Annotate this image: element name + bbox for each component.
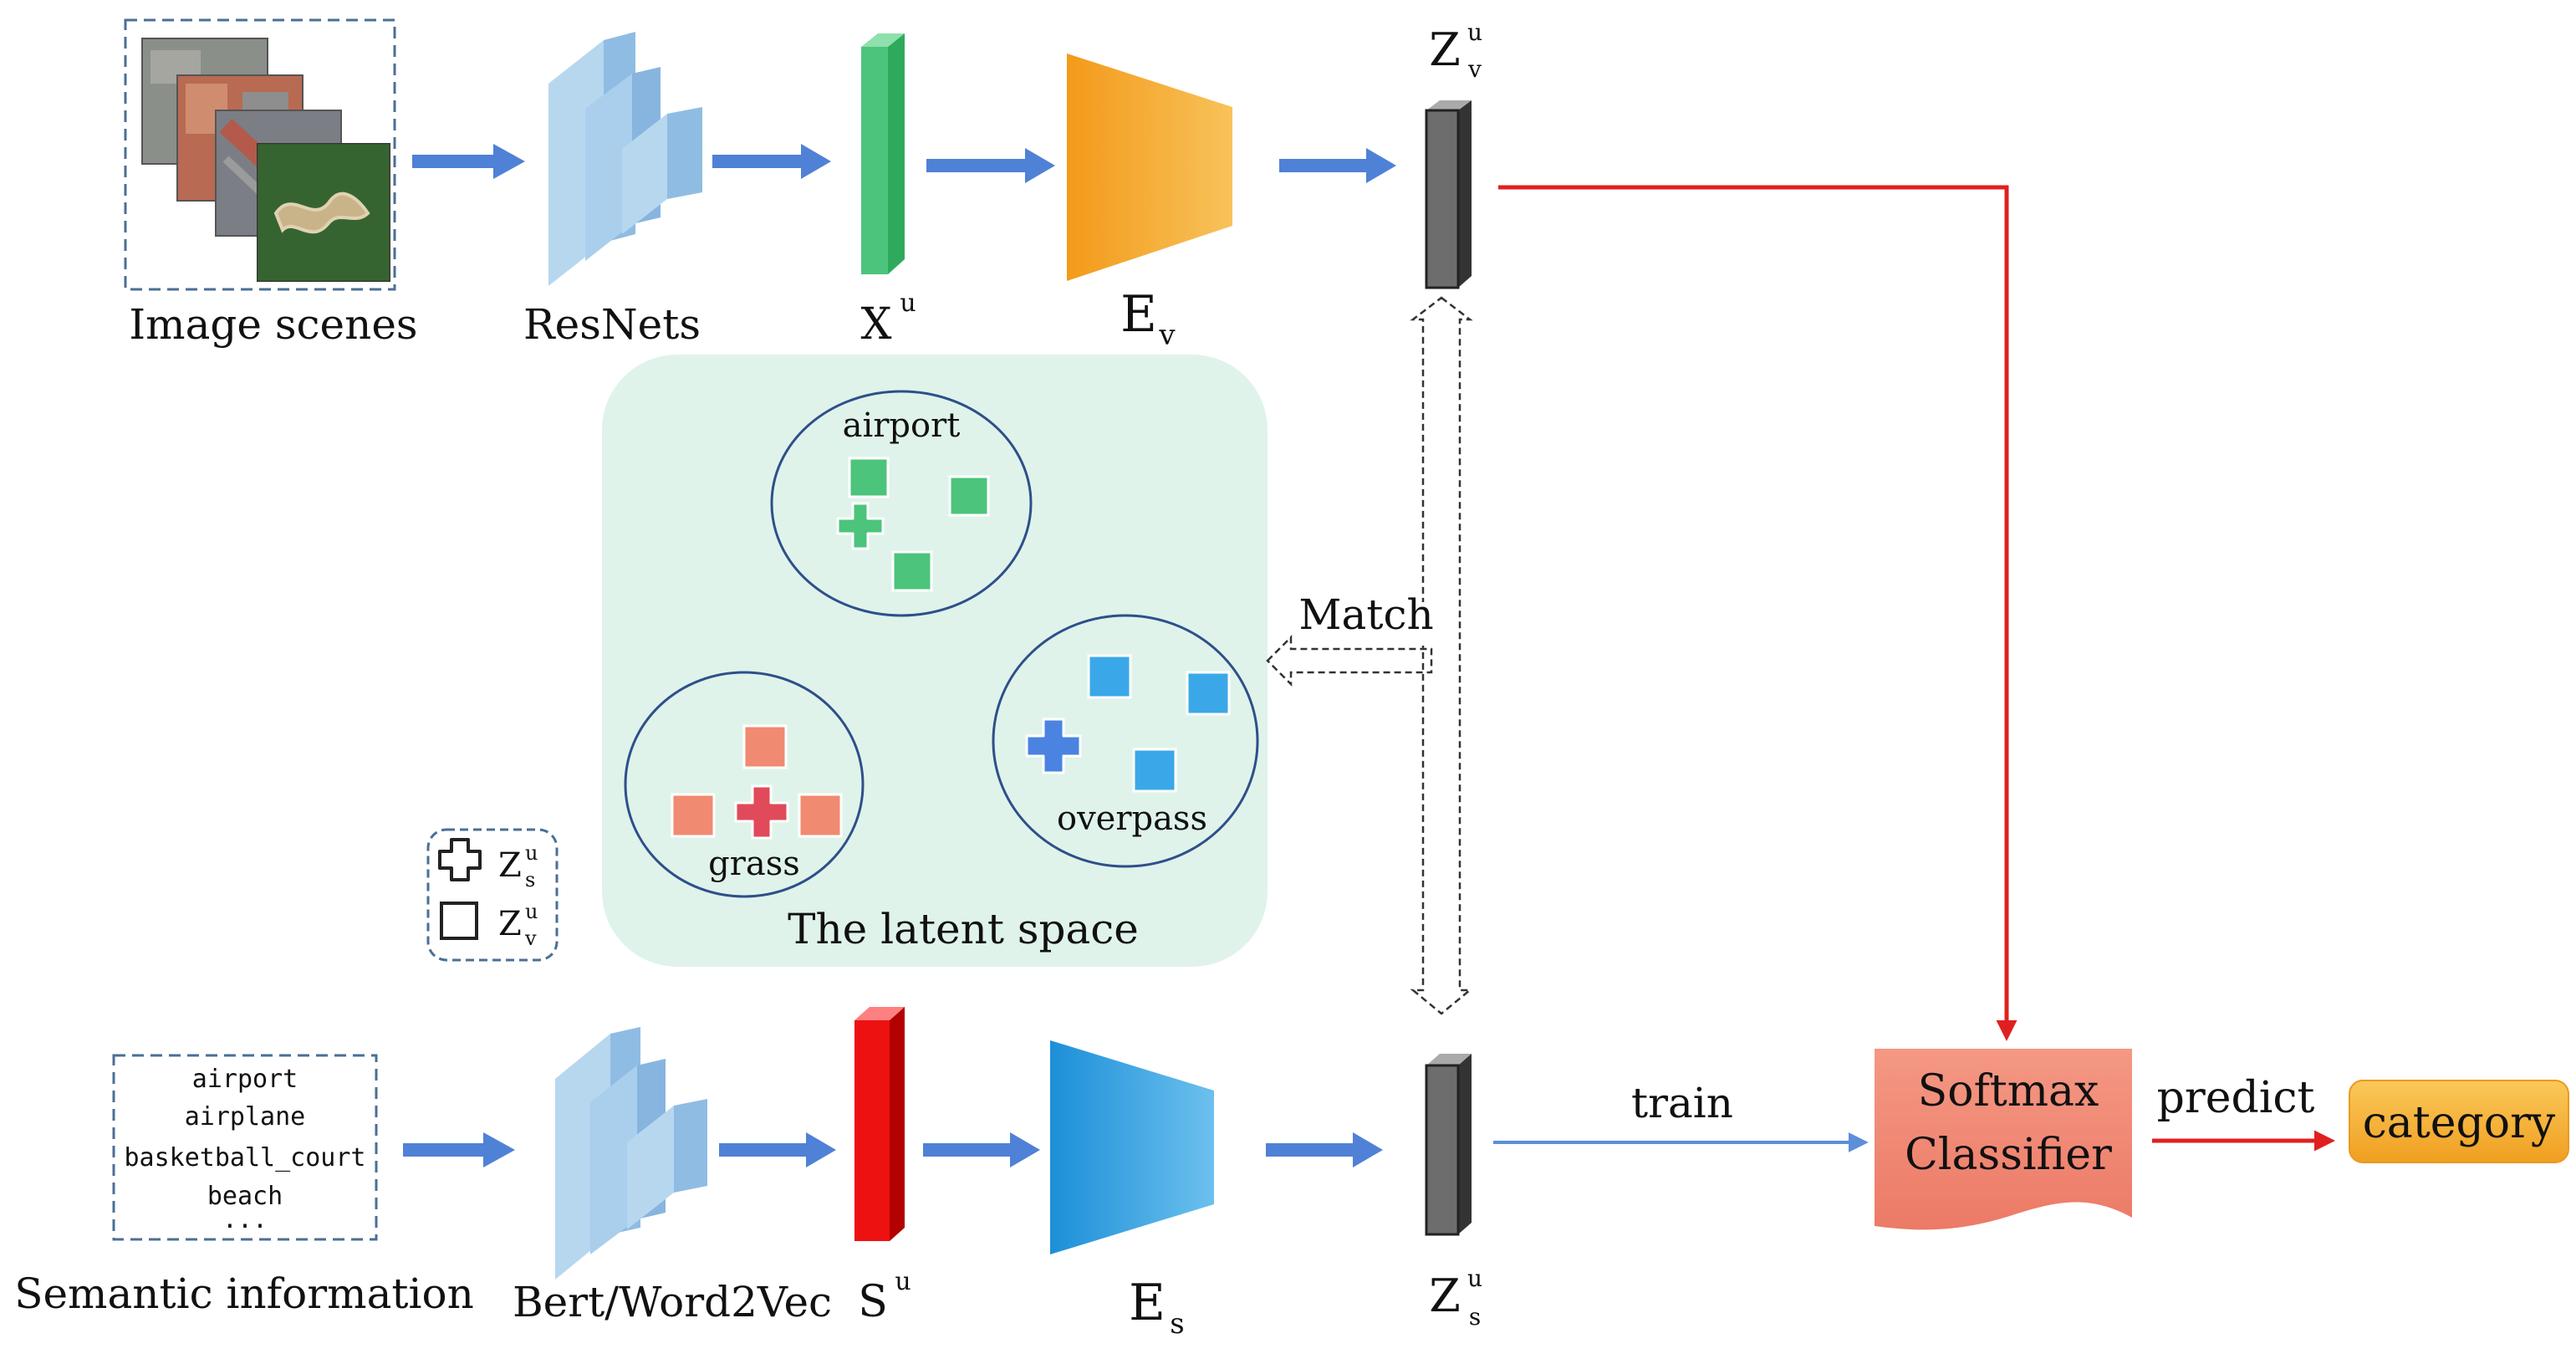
es-encoder-trapezoid [1050,1040,1214,1254]
semantic-word: beach [207,1182,283,1211]
cluster-overpass: overpass [992,614,1259,868]
cluster-grass-label: grass [708,845,800,883]
softmax-label-line1: Softmax [1918,1066,2099,1116]
image-scenes-group [124,18,396,291]
svg-text:u: u [1467,18,1482,46]
red-arrow-zv-to-softmax [1498,185,2017,1041]
grass-zs-cross [734,784,789,840]
svg-text:Z: Z [1429,23,1461,76]
airport-zs-cross [836,502,885,550]
svg-text:Z: Z [498,905,522,943]
category-label: category [2363,1098,2556,1148]
su-feature-block [854,1007,905,1241]
svg-text:s: s [525,868,535,891]
arrow-ev-to-zv [1279,148,1396,183]
arrow-bert-to-s [719,1132,836,1167]
grass-zv-square [671,793,716,838]
zv-embedding-block [1425,100,1472,289]
es-label: E s [1129,1274,1185,1341]
cluster-grass: grass [624,671,865,898]
arrow-es-to-zs [1266,1132,1383,1167]
svg-text:X: X [860,299,891,350]
airport-zv-square [848,457,890,498]
svg-text:E: E [1129,1274,1166,1332]
match-label: Match [1298,590,1433,639]
match-double-arrow [1410,296,1473,1015]
grass-zv-square [742,724,788,769]
semantic-word: ... [222,1205,268,1234]
category-box [2349,1080,2569,1163]
cluster-airport-label: airport [843,406,961,445]
legend-square-icon [440,902,478,940]
arrow-x-to-ev [926,148,1055,183]
match-label-bg [1298,602,1431,646]
svg-text:S: S [858,1277,888,1327]
semantic-word: airplane [185,1102,306,1132]
su-label: S u [858,1267,911,1327]
svg-text:Z: Z [498,846,522,885]
arrow-semantic-to-bert [403,1132,515,1167]
arrow-resnets-to-x [712,144,831,179]
svg-text:v: v [524,927,537,950]
zs-embedding-block [1425,1054,1472,1236]
latent-space-panel [602,355,1268,967]
ev-label: E v [1120,285,1176,352]
resnets-block [548,32,702,286]
cluster-overpass-label: overpass [1057,799,1207,838]
legend: Z u s Z u v [426,828,559,962]
image-scenes-label: Image scenes [129,300,417,349]
svg-text:v: v [1158,319,1176,352]
overpass-zs-cross [1025,718,1082,774]
svg-text:s: s [1170,1307,1184,1341]
svg-text:u: u [525,900,538,923]
svg-text:E: E [1120,285,1157,344]
predict-label: predict [2157,1073,2315,1123]
svg-text:u: u [900,289,916,318]
airport-zv-square [891,550,933,592]
svg-text:u: u [1467,1264,1482,1292]
resnets-label: ResNets [523,300,701,349]
xu-label: X u [860,289,916,350]
bert-label: Bert/Word2Vec [513,1278,832,1326]
softmax-classifier-box [1875,1049,2132,1230]
xu-feature-block [861,33,905,274]
bert-block [555,1027,707,1280]
svg-text:v: v [1467,55,1482,83]
semantic-words-box: airport airplane basketball_court beach … [112,1054,378,1241]
latent-space-label: The latent space [788,905,1139,953]
semantic-word: basketball_court [125,1143,366,1172]
arrow-s-to-es [923,1132,1040,1167]
softmax-label-line2: Classifier [1905,1130,2112,1180]
ev-encoder-trapezoid [1067,54,1232,281]
train-label: train [1631,1079,1733,1127]
semantic-information-label: Semantic information [14,1269,474,1318]
svg-text:s: s [1469,1303,1481,1331]
overpass-zv-square [1186,671,1231,716]
semantic-word: airport [192,1065,298,1094]
legend-cross-icon [438,838,482,881]
legend-dashed-box [426,828,559,962]
overpass-zv-square [1132,748,1177,793]
grass-zv-square [798,793,843,838]
svg-text:u: u [895,1267,911,1296]
svg-text:u: u [525,841,538,865]
arrow-image-to-resnets [412,144,525,179]
match-arrow [1266,634,1433,687]
zv-top-label: Z u v [1429,18,1482,83]
zs-bottom-label: Z u s [1429,1264,1482,1331]
overpass-zv-square [1087,654,1132,699]
airport-zv-square [948,475,990,517]
cluster-airport: airport [770,390,1033,617]
svg-text:Z: Z [1429,1269,1461,1322]
image-scenes-dashed-box [124,18,396,291]
